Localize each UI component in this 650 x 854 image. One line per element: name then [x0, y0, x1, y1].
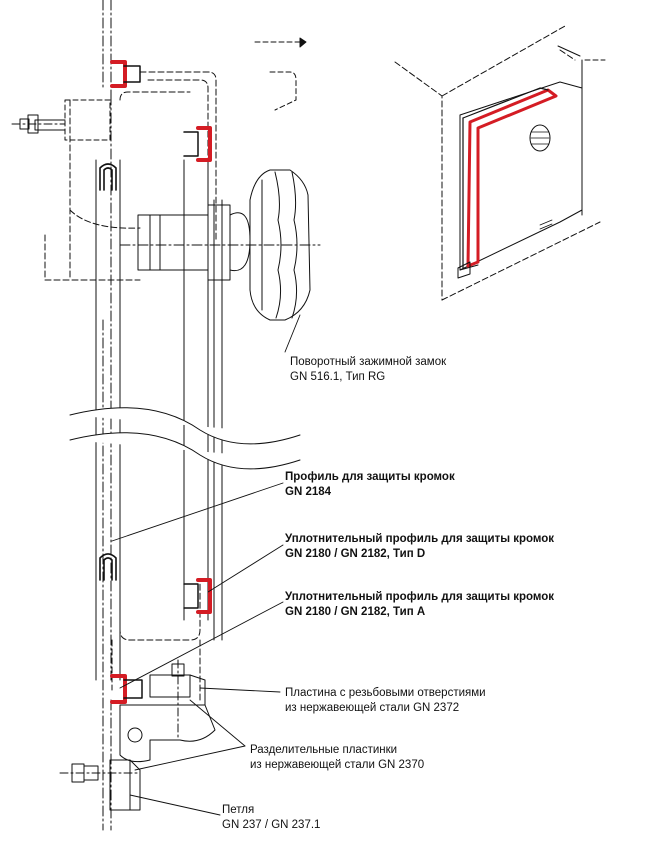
- tapped-plate: [149, 659, 206, 741]
- frame-outline: [102, 0, 112, 831]
- swing-arc: [254, 41, 301, 111]
- isometric-view: [394, 25, 606, 301]
- tapped-plate-label: Пластина с резьбовыми отверстиями из нер…: [285, 687, 486, 714]
- door-panel: [69, 159, 301, 681]
- spacer-plates-label: Разделительные пластинки из нержавеющей …: [250, 744, 425, 771]
- seal-profile-d-label: Уплотнительный профиль для защиты кромок…: [285, 533, 555, 560]
- seal-profiles: [110, 60, 212, 704]
- bottom-frame-dashed: [111, 579, 201, 701]
- cam-latch: [119, 169, 321, 321]
- edge-protection-profile: [99, 163, 117, 581]
- seal-profile-a-label: Уплотнительный профиль для защиты кромок…: [285, 591, 555, 618]
- hinge: [59, 704, 216, 811]
- hinge-label: Петля GN 237 / GN 237.1: [222, 804, 321, 831]
- edge-profile-label: Профиль для защиты кромок GN 2184: [285, 471, 455, 498]
- arrow-icon: [299, 37, 307, 48]
- cam-latch-label: Поворотный зажимной замок GN 516.1, Тип …: [290, 356, 447, 383]
- top-bracket: [11, 99, 111, 141]
- leader-lines: [111, 314, 301, 816]
- door-frame-dashed: [44, 71, 217, 281]
